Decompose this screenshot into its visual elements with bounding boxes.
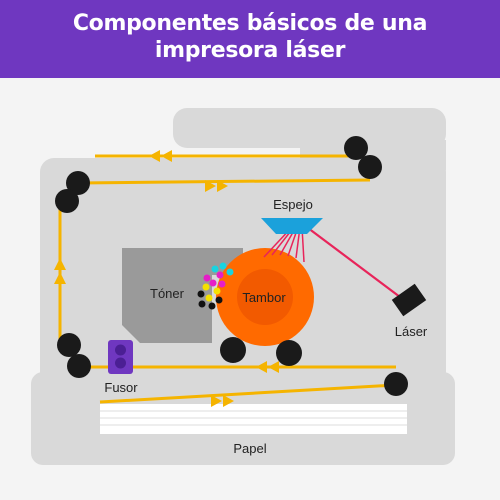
roller bbox=[57, 333, 81, 357]
toner-particle-cyan bbox=[219, 262, 227, 270]
paper-label: Papel bbox=[233, 441, 266, 456]
title-line-1: Componentes básicos de una bbox=[72, 11, 428, 36]
arrow-left-icon bbox=[161, 150, 172, 162]
roller bbox=[55, 189, 79, 213]
arrow-right-icon bbox=[211, 395, 222, 407]
toner-particle-magenta bbox=[203, 274, 211, 282]
paper-sheets bbox=[100, 404, 407, 434]
toner-particle-cyan bbox=[211, 265, 219, 273]
drum-roller bbox=[220, 337, 246, 363]
mirror bbox=[261, 218, 323, 234]
laser-label: Láser bbox=[395, 324, 428, 339]
toner-particle-yellow bbox=[205, 294, 213, 302]
toner-particle-black bbox=[197, 290, 205, 298]
fuser-body bbox=[108, 340, 133, 374]
toner-particle-black bbox=[208, 302, 216, 310]
roller bbox=[66, 171, 90, 195]
drum-roller bbox=[276, 340, 302, 366]
arrow-up-icon bbox=[54, 272, 66, 284]
path-segment-paper-feed bbox=[99, 383, 397, 404]
arrow-right-icon bbox=[205, 180, 216, 192]
header-bar bbox=[0, 0, 500, 78]
toner-particle-magenta bbox=[218, 280, 226, 288]
toner-cartridge bbox=[122, 248, 243, 343]
toner-particle-cyan bbox=[226, 268, 234, 276]
drum-core bbox=[237, 269, 293, 325]
arrow-right-icon bbox=[217, 180, 228, 192]
drum-label: Tambor bbox=[242, 290, 286, 305]
roller bbox=[384, 372, 408, 396]
toner-particles bbox=[197, 262, 234, 310]
laser-main-beam bbox=[303, 224, 401, 298]
roller bbox=[344, 136, 368, 160]
toner-particle-magenta bbox=[209, 279, 217, 287]
diagram-labels: Espejo Tóner Tambor Láser Fusor Papel bbox=[104, 197, 428, 456]
printer-top-panel bbox=[173, 108, 446, 148]
toner-label: Tóner bbox=[150, 286, 185, 301]
toner-particle-yellow bbox=[202, 283, 210, 291]
laser-unit bbox=[391, 283, 427, 317]
arrow-up-icon bbox=[54, 258, 66, 270]
toner-particle-black bbox=[215, 296, 223, 304]
arrow-left-icon bbox=[268, 361, 279, 373]
roller bbox=[358, 155, 382, 179]
arrow-right-icon bbox=[223, 395, 234, 407]
mirror-label: Espejo bbox=[273, 197, 313, 212]
fuser-roller bbox=[115, 344, 126, 356]
fuser-label: Fusor bbox=[104, 380, 138, 395]
paper-stack bbox=[100, 404, 407, 434]
roller bbox=[67, 354, 91, 378]
rollers bbox=[55, 136, 408, 396]
fuser-roller bbox=[115, 357, 126, 369]
toner-particle-black bbox=[198, 300, 206, 308]
path-arrows bbox=[54, 150, 279, 407]
page-title: Componentes básicos de una impresora lás… bbox=[0, 10, 500, 64]
path-segment-upper bbox=[77, 178, 371, 185]
fuser bbox=[108, 340, 133, 374]
title-line-2: impresora láser bbox=[154, 38, 346, 63]
arrow-left-icon bbox=[149, 150, 160, 162]
toner-particle-magenta bbox=[216, 271, 224, 279]
toner-particle-yellow bbox=[213, 287, 221, 295]
arrow-left-icon bbox=[256, 361, 267, 373]
